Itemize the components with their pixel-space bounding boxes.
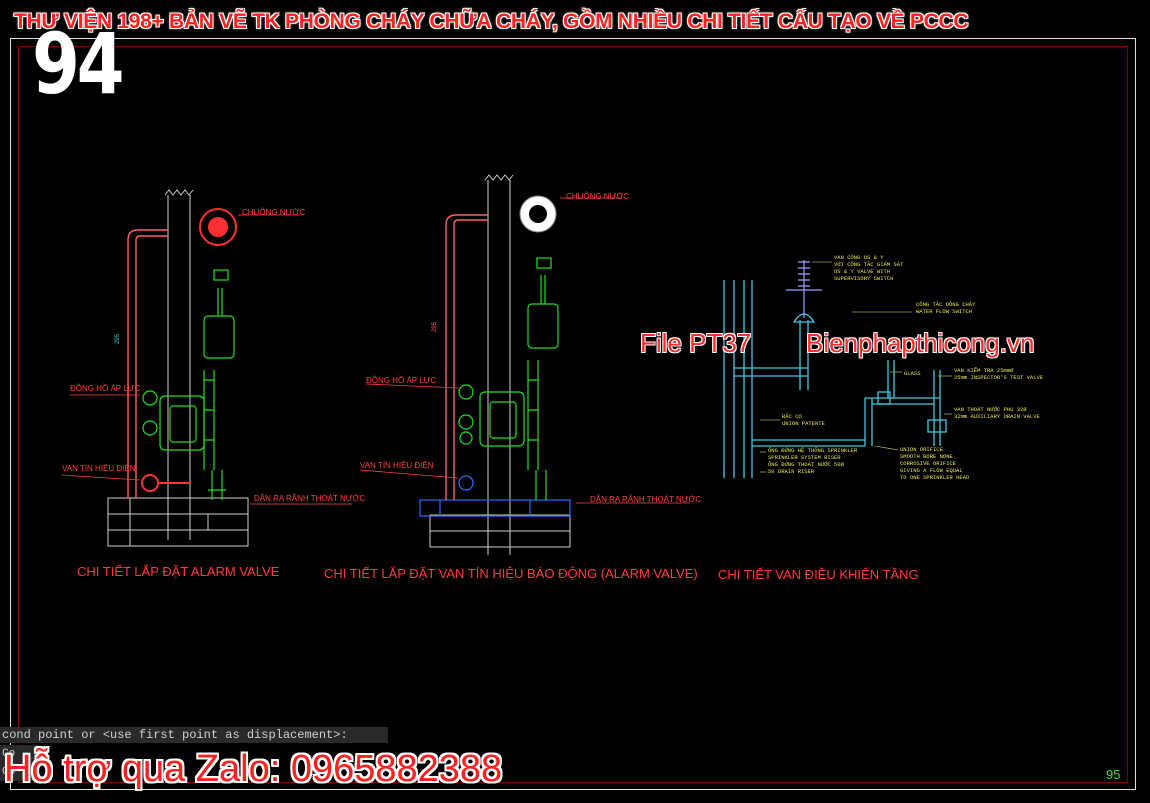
command-line-prompt[interactable]: cond point or <use first point as displa… xyxy=(0,727,388,743)
gauge-label-1: ĐỒNG HỒ ÁP LỰC xyxy=(70,384,141,393)
caption-drawing-1: CHI TIẾT LẮP ĐẶT ALARM VALVE xyxy=(77,564,280,579)
bell-label-1: CHUÔNG NƯỚC xyxy=(242,208,306,217)
dimension-1: 295 xyxy=(115,333,122,345)
caption-drawing-3: CHI TIẾT VAN ĐIỀU KHIỂN TẦNG xyxy=(718,567,919,582)
command-history-line: Co xyxy=(2,748,16,760)
banner-title: THƯ VIỆN 198+ BẢN VẼ TK PHÒNG CHÁY CHỮA … xyxy=(14,10,969,33)
drawing-frame-inner xyxy=(18,46,1128,783)
signal-valve-label-2: VAN TÍN HIỆU ĐIỆN xyxy=(360,461,434,470)
drain-label-1: DẪN RA RÃNH THOÁT NƯỚC xyxy=(254,494,366,503)
bell-label-2: CHUÔNG NƯỚC xyxy=(566,192,630,201)
page-number: 94 xyxy=(32,15,125,113)
gauge-label-2: ĐỒNG HỒ ÁP LỰC xyxy=(366,376,437,385)
alarm-valve-drawing-1 xyxy=(61,189,352,547)
signal-valve-label-1: VAN TÍN HIỆU ĐIỆN xyxy=(62,464,136,473)
drain-label-2: DẪN RA RÃNH THOÁT NƯỚC xyxy=(590,495,702,504)
command-history-line: Co xyxy=(2,766,16,778)
support-contact: Hỗ trợ qua Zalo: 0965882388 xyxy=(4,748,503,790)
watermark-site: Bienphapthicong.vn xyxy=(806,328,1035,358)
note-glass: GLASS xyxy=(904,370,921,377)
alarm-valve-drawing-2 xyxy=(359,174,690,555)
watermark-file: File PT37 xyxy=(640,328,752,358)
sheet-number: 95 xyxy=(1106,767,1121,782)
floor-control-valve-drawing xyxy=(723,260,952,478)
dimension-2: 295 xyxy=(432,321,439,333)
caption-drawing-2: CHI TIẾT LẮP ĐẶT VAN TÍN HIỆU BÁO ĐỘNG (… xyxy=(324,566,698,581)
command-history: Co Co xyxy=(0,745,40,781)
drawing-frame-outer xyxy=(10,38,1136,790)
